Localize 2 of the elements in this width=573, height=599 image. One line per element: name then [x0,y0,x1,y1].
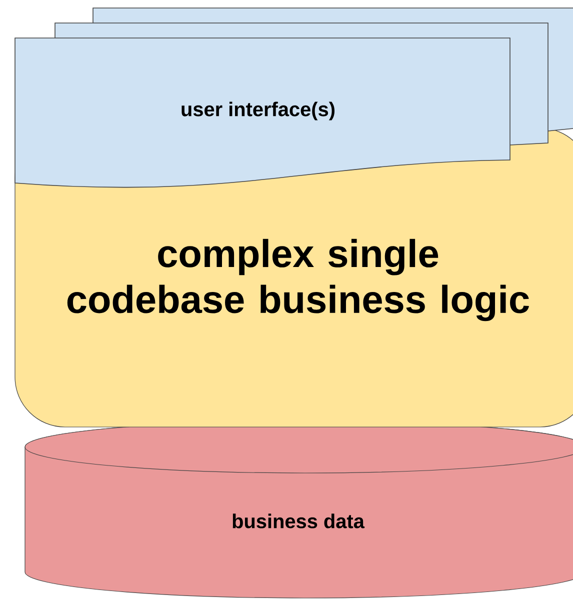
document-shape [54,22,548,146]
document-shape [92,8,573,132]
